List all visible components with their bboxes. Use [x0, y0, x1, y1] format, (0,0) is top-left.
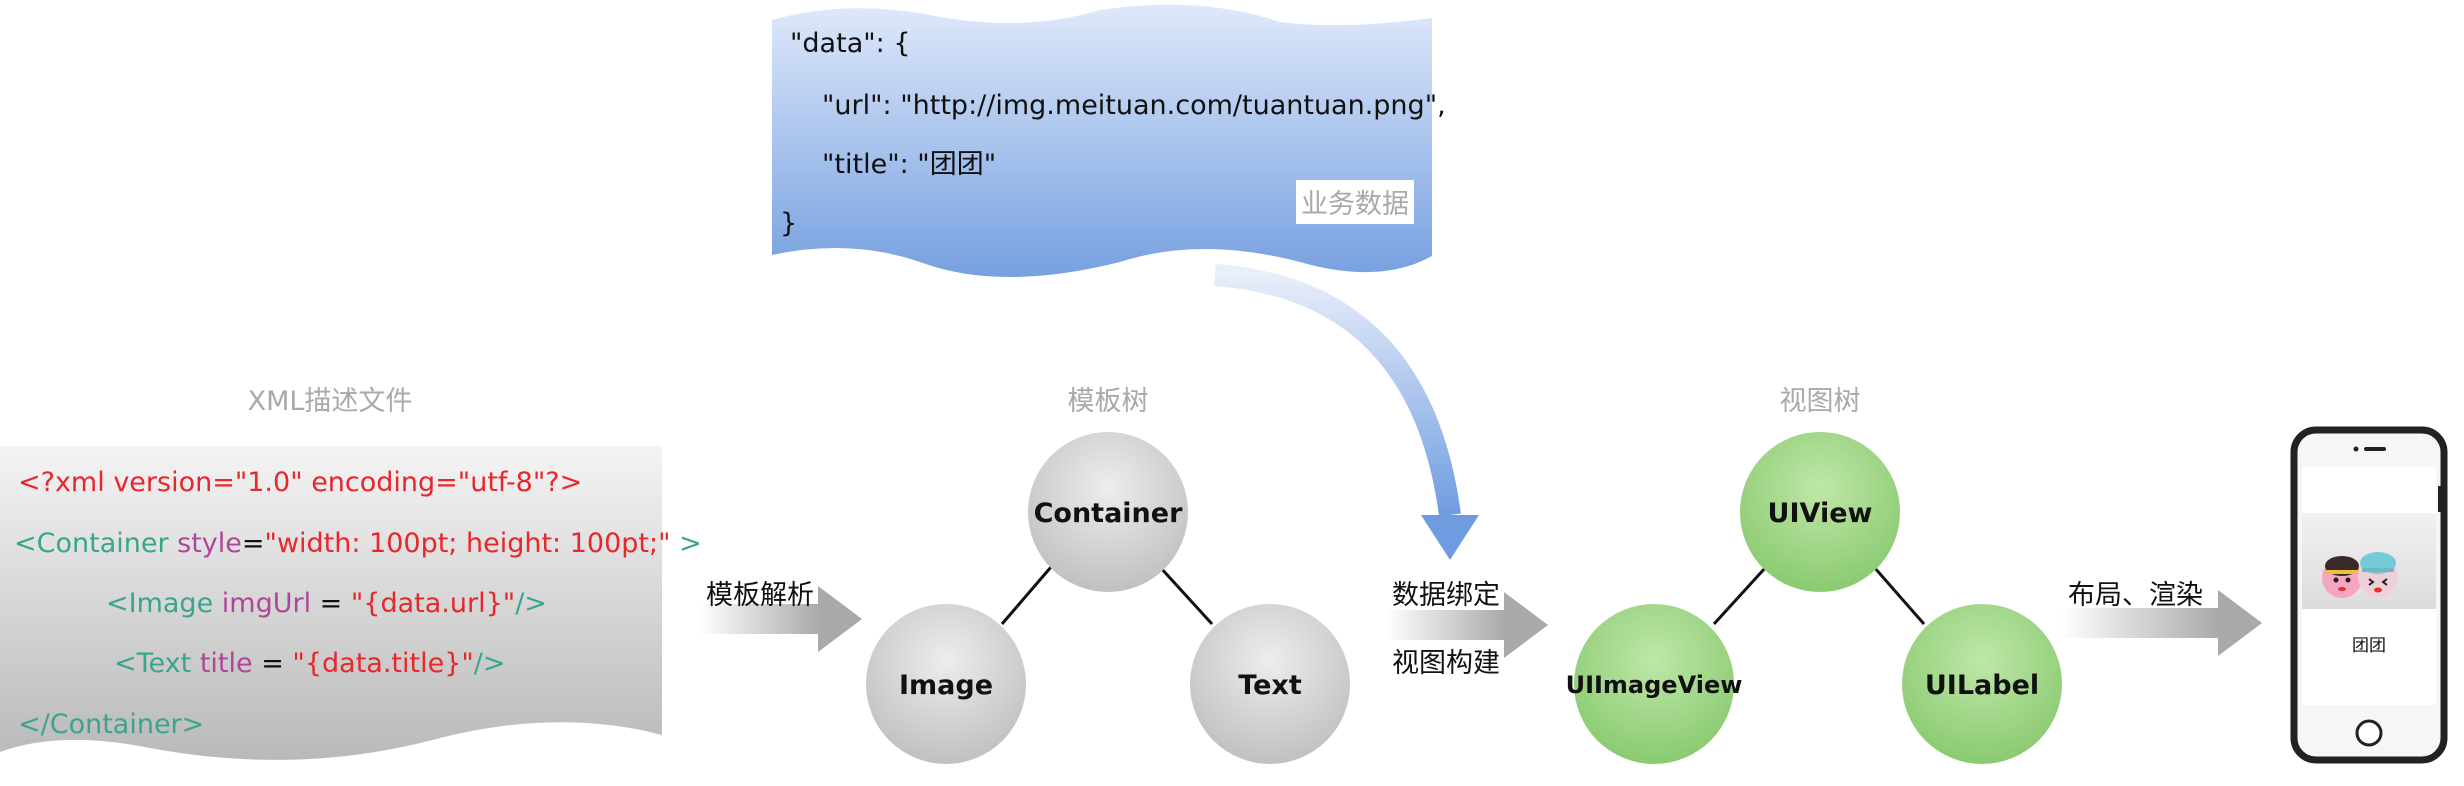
phone-speaker	[2364, 447, 2386, 451]
view-node-uilabel	[1902, 604, 2062, 764]
template-node-image	[866, 604, 1026, 764]
xml-file-title: XML描述文件	[248, 386, 413, 417]
business-data-label-bg	[1296, 180, 1414, 224]
bind-step-label: 数据绑定	[1392, 580, 1500, 611]
template-node-container	[1028, 432, 1188, 592]
phone-camera	[2353, 446, 2359, 452]
phone-side-button	[2438, 486, 2444, 512]
phone-caption: 团团	[2352, 636, 2386, 656]
phone-home-button	[2355, 719, 2383, 747]
business-data-line-4: }	[780, 208, 797, 239]
xml-line-5: </Container>	[18, 709, 204, 740]
template-tree: Container Image Text	[866, 432, 1350, 764]
business-data-line-3: "title": "团团"	[822, 149, 996, 180]
xml-line-3: <Image imgUrl = "{data.url}"/>	[106, 588, 547, 619]
view-edge-right	[1872, 566, 1926, 625]
template-edge-right	[1158, 565, 1214, 626]
bind-curve-arrow	[1214, 264, 1479, 560]
business-data-line-1: "data": {	[790, 28, 911, 59]
template-tree-title: 模板树	[1068, 386, 1149, 417]
view-node-uiview	[1740, 432, 1900, 592]
business-data-line-2: "url": "http://img.meituan.com/tuantuan.…	[822, 90, 1446, 121]
business-data-panel: "data": { "url": "http://img.meituan.com…	[772, 4, 1446, 278]
view-edge-left	[1712, 565, 1768, 626]
xml-line-1: <?xml version="1.0" encoding="utf-8"?>	[18, 467, 582, 498]
phone-device: 团团	[2290, 426, 2448, 764]
template-node-image-label: Image	[899, 670, 993, 701]
xml-file-panel: <?xml version="1.0" encoding="utf-8"?> <…	[0, 446, 702, 760]
view-node-uiimageview	[1574, 604, 1734, 764]
xml-line-4: <Text title = "{data.title}"/>	[114, 648, 506, 679]
render-step-label: 布局、渲染	[2068, 580, 2203, 611]
view-node-uiview-label: UIView	[1768, 498, 1873, 529]
parse-step-label: 模板解析	[706, 580, 814, 611]
template-edge-left	[1000, 566, 1053, 625]
template-node-container-label: Container	[1034, 498, 1184, 529]
bind-build-arrow	[1386, 592, 1548, 658]
tuantuan-image-icon	[2322, 552, 2398, 598]
phone-top-button	[2398, 429, 2416, 433]
view-tree: UIView UIImageView UILabel	[1566, 432, 2062, 764]
parse-arrow	[700, 586, 862, 652]
template-node-text	[1190, 604, 1350, 764]
xml-line-2: <Container style="width: 100pt; height: …	[14, 528, 702, 559]
business-data-label: 业务数据	[1301, 189, 1409, 220]
view-tree-title: 视图树	[1780, 386, 1861, 417]
view-node-uilabel-label: UILabel	[1925, 670, 2039, 701]
render-arrow	[2060, 590, 2262, 656]
template-node-text-label: Text	[1238, 670, 1302, 701]
build-step-label: 视图构建	[1392, 648, 1500, 679]
view-node-uiimageview-label: UIImageView	[1566, 671, 1743, 699]
